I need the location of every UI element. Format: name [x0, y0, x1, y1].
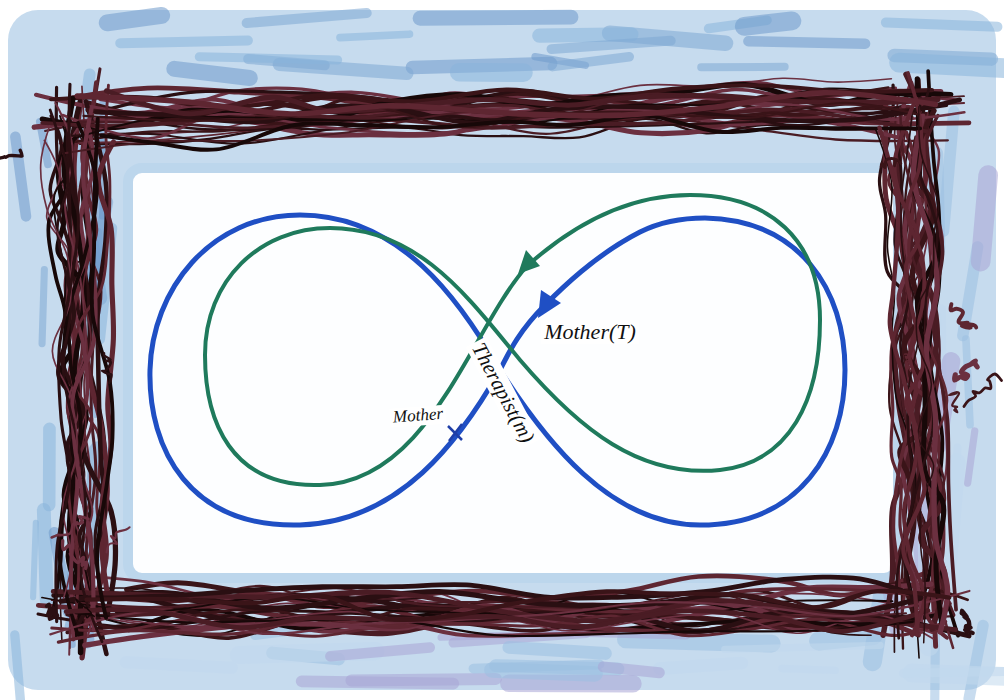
brush-stroke: [33, 523, 36, 597]
brush-stroke: [968, 431, 975, 483]
brush-stroke: [340, 34, 409, 37]
branch: [964, 374, 1002, 406]
brush-stroke: [247, 13, 367, 23]
branch: [962, 611, 973, 633]
brush-stroke: [748, 41, 865, 43]
branch: [76, 599, 94, 618]
brush-stroke: [120, 41, 248, 44]
branch: [101, 577, 921, 598]
brush-stroke: [126, 662, 232, 668]
infinity-loops: [150, 195, 845, 525]
branch: [107, 527, 130, 552]
brush-stroke: [943, 112, 953, 231]
branch: [905, 354, 912, 371]
handwritten-label: Mother(T): [541, 320, 639, 344]
brush-stroke: [199, 57, 337, 60]
brush-stroke: [279, 64, 407, 73]
branch: [77, 93, 935, 116]
brush-stroke: [459, 63, 523, 82]
branch: [0, 150, 22, 162]
wash-base: [8, 10, 996, 690]
brush-stroke: [981, 175, 989, 262]
branch: [916, 107, 938, 643]
brush-stroke: [659, 663, 742, 669]
watercolor-wash: [8, 10, 1004, 700]
brush-stroke: [302, 681, 454, 683]
branch: [66, 610, 928, 631]
brush-stroke: [539, 34, 631, 35]
brush-stroke: [552, 57, 629, 67]
brush-stroke: [509, 647, 606, 653]
green-loop: [205, 195, 820, 485]
brush-stroke: [626, 639, 772, 643]
brush-stroke: [701, 63, 784, 71]
brush-stroke: [43, 429, 56, 505]
brush-stroke: [15, 635, 24, 700]
branch-frame: [0, 69, 1002, 658]
brush-stroke: [174, 69, 249, 78]
blue-loop: [150, 215, 845, 525]
brush-stroke: [44, 510, 47, 600]
inner-field: [128, 168, 898, 578]
brush-stroke: [107, 15, 162, 23]
brush-stroke: [818, 636, 873, 642]
branch: [101, 116, 920, 150]
blue-arrowhead: [538, 290, 561, 318]
branch: [954, 361, 977, 380]
brush-stroke: [966, 339, 970, 425]
brush-stroke: [744, 21, 792, 26]
brush-stroke: [473, 664, 599, 668]
brush-stroke: [782, 669, 835, 671]
brush-stroke: [886, 22, 997, 26]
branch: [949, 392, 959, 412]
handwritten-label: Mother: [389, 405, 446, 428]
brush-stroke: [725, 645, 880, 649]
branch: [951, 304, 977, 328]
cross-mark: [448, 424, 462, 441]
branch: [53, 591, 955, 629]
branch: [52, 516, 89, 537]
brush-stroke: [603, 667, 659, 673]
branch: [47, 604, 58, 619]
brush-stroke: [955, 447, 958, 488]
brush-stroke: [330, 648, 429, 657]
branch: [63, 93, 964, 153]
branch: [102, 353, 111, 383]
brush-stroke: [420, 17, 571, 18]
branch: [880, 128, 925, 635]
brush-stroke: [899, 63, 1004, 70]
branch: [50, 591, 969, 634]
brush-stroke: [903, 671, 1004, 673]
branch: [881, 158, 901, 167]
green-arrowhead: [518, 250, 540, 274]
branch: [87, 591, 950, 620]
brush-stroke: [42, 269, 44, 343]
brush-stroke: [551, 41, 670, 49]
branch: [63, 541, 87, 569]
branch: [56, 84, 78, 622]
